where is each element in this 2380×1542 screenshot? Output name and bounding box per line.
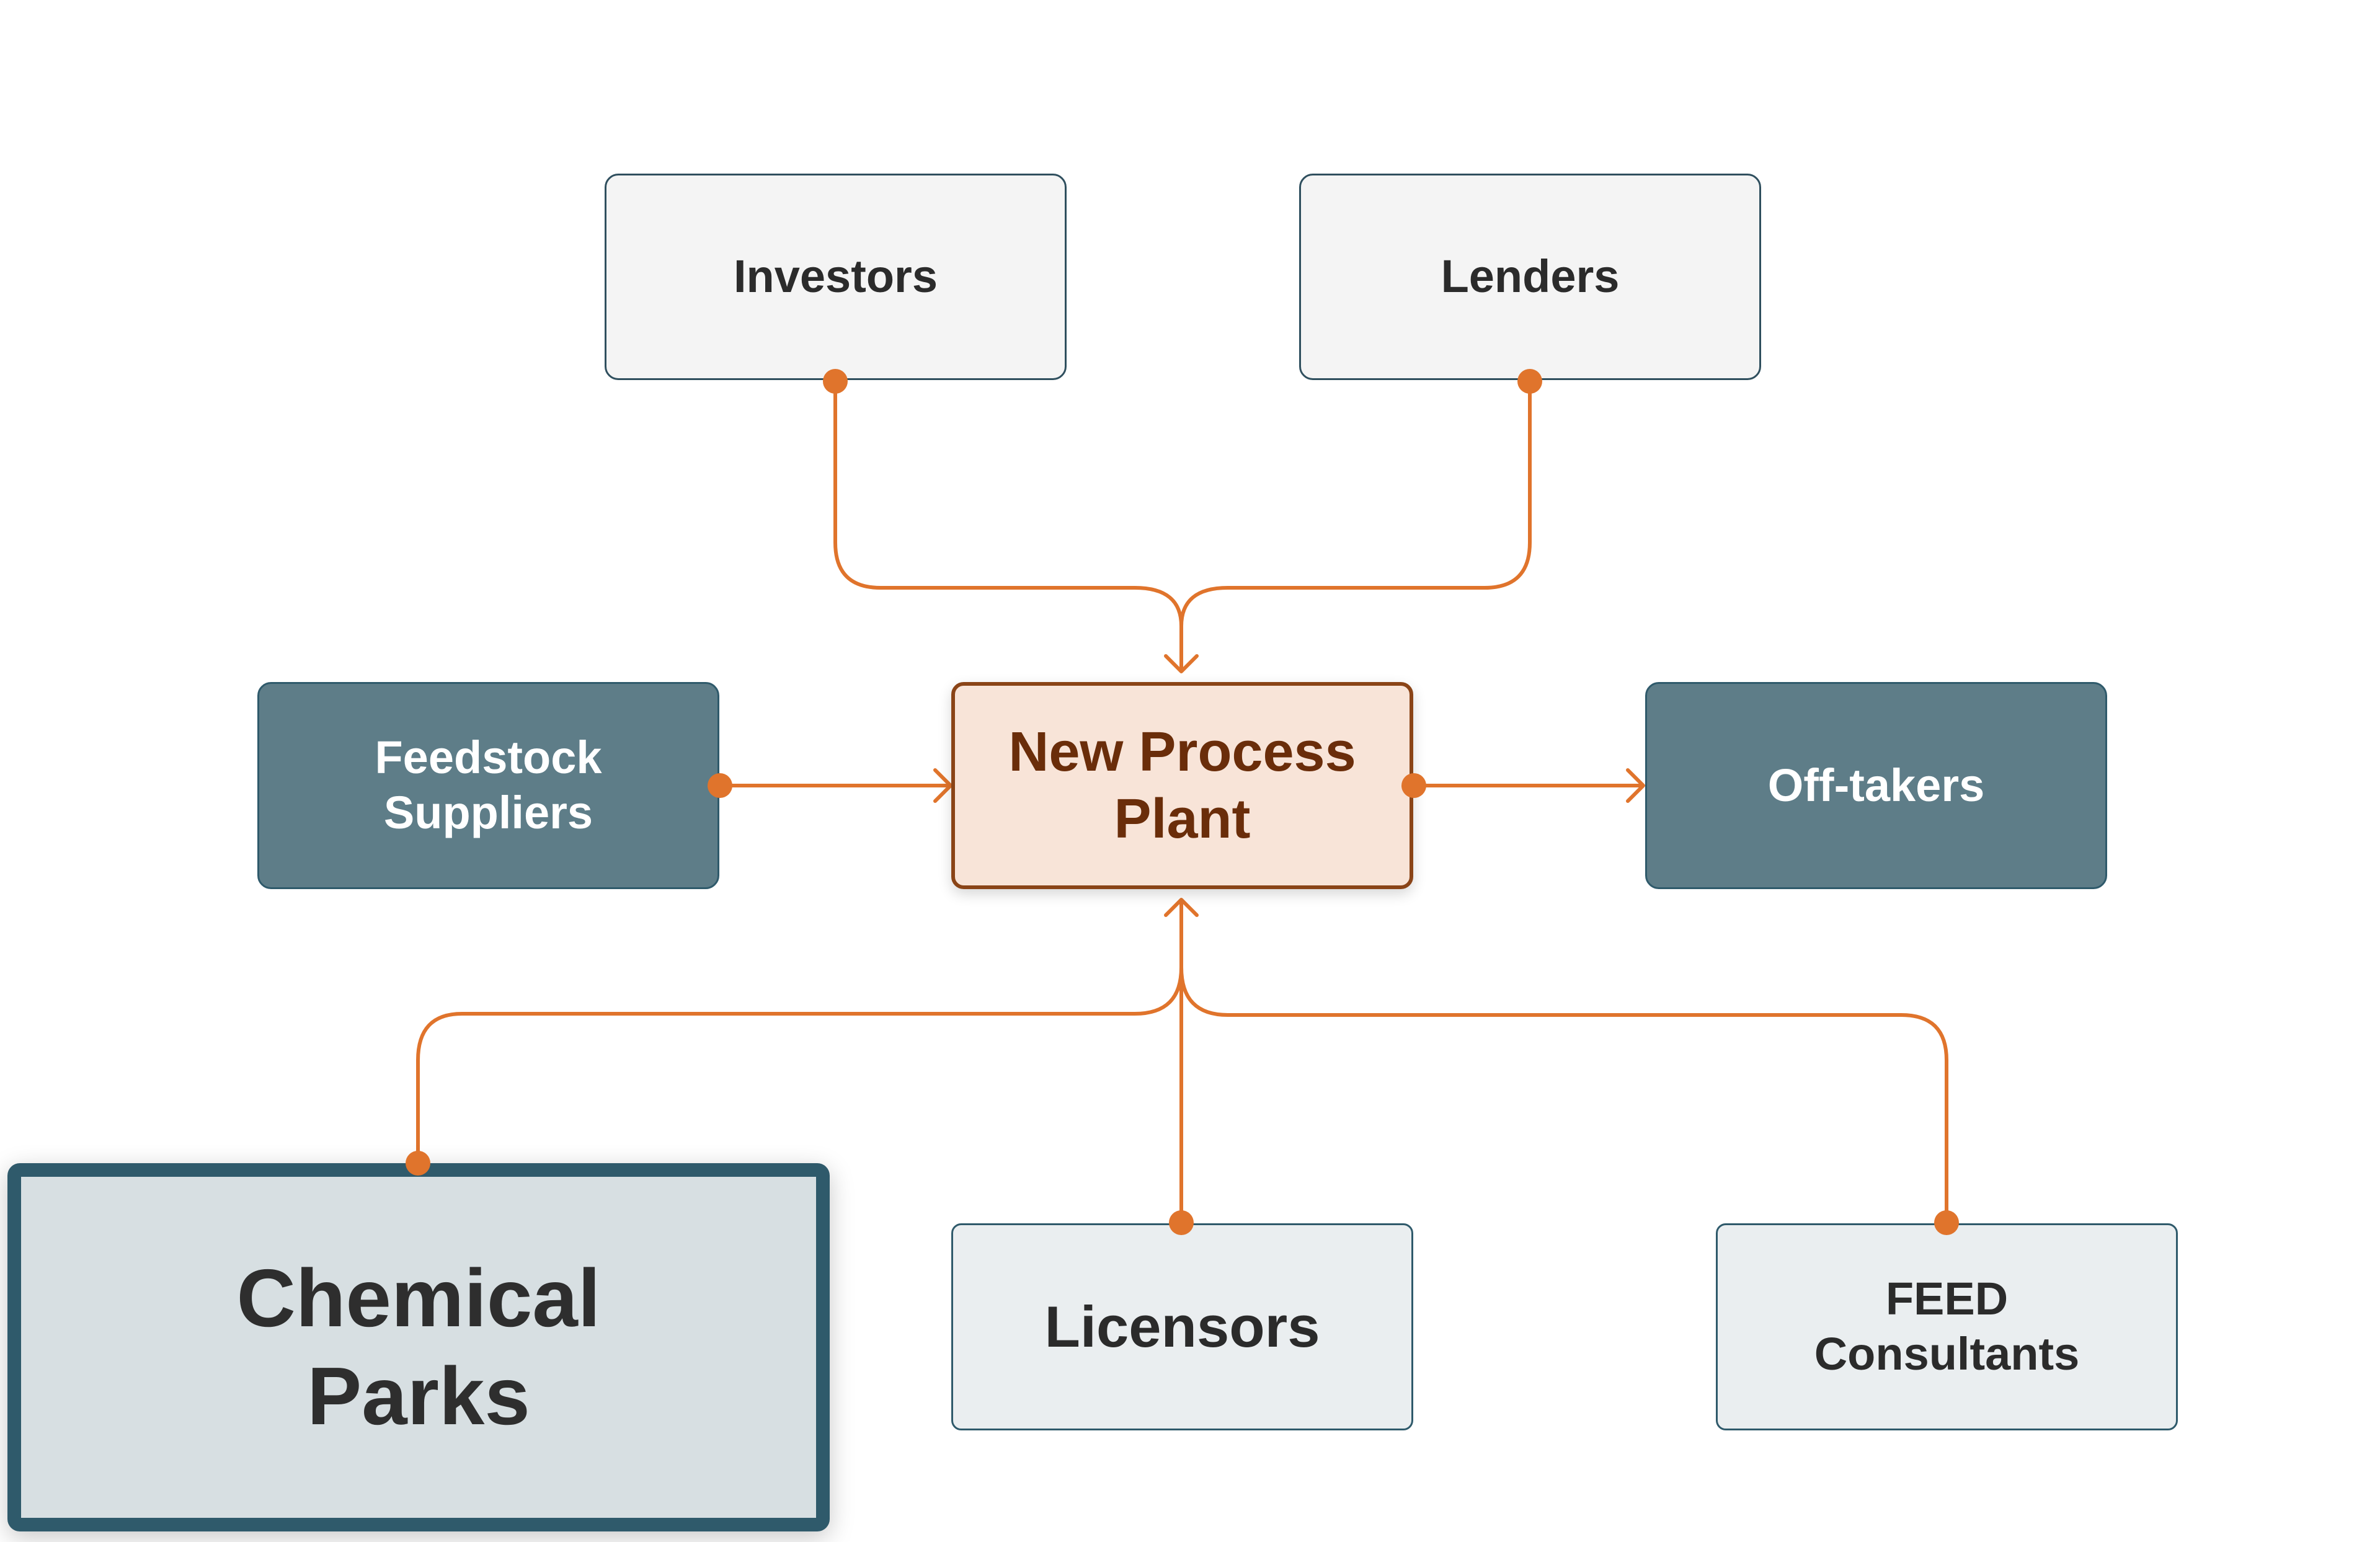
chemical-parks-node[interactable]: Chemical Parks bbox=[7, 1163, 830, 1531]
investors-label: Investors bbox=[733, 250, 938, 303]
connector-feed-plant bbox=[1179, 898, 1948, 1225]
chemical-parks-label: Chemical Parks bbox=[236, 1252, 601, 1442]
connector-parks-plant bbox=[416, 898, 1183, 1165]
connector-lenders-plant bbox=[1179, 379, 1532, 671]
feedstock-suppliers-label: Feedstock Suppliers bbox=[375, 732, 602, 838]
lenders-node[interactable]: Lenders bbox=[1299, 174, 1761, 380]
licensors-node[interactable]: Licensors bbox=[951, 1223, 1413, 1430]
arrowhead-top bbox=[1164, 654, 1199, 673]
lenders-label: Lenders bbox=[1441, 250, 1620, 303]
arrowhead-right bbox=[1626, 768, 1645, 803]
off-takers-node[interactable]: Off-takers bbox=[1645, 682, 2107, 889]
licensors-label: Licensors bbox=[1044, 1293, 1320, 1359]
connector-investors-plant bbox=[833, 379, 1183, 671]
arrowhead-bottom bbox=[1164, 898, 1199, 917]
feed-consultants-label: FEED Consultants bbox=[1814, 1273, 2080, 1380]
feedstock-suppliers-node[interactable]: Feedstock Suppliers bbox=[257, 682, 719, 889]
feed-consultants-node[interactable]: FEED Consultants bbox=[1716, 1223, 2178, 1430]
new-process-plant-node[interactable]: New Process Plant bbox=[951, 682, 1413, 889]
off-takers-label: Off-takers bbox=[1767, 759, 1985, 811]
arrowhead-left bbox=[933, 768, 952, 803]
new-process-plant-label: New Process Plant bbox=[1008, 721, 1356, 850]
investors-node[interactable]: Investors bbox=[605, 174, 1067, 380]
